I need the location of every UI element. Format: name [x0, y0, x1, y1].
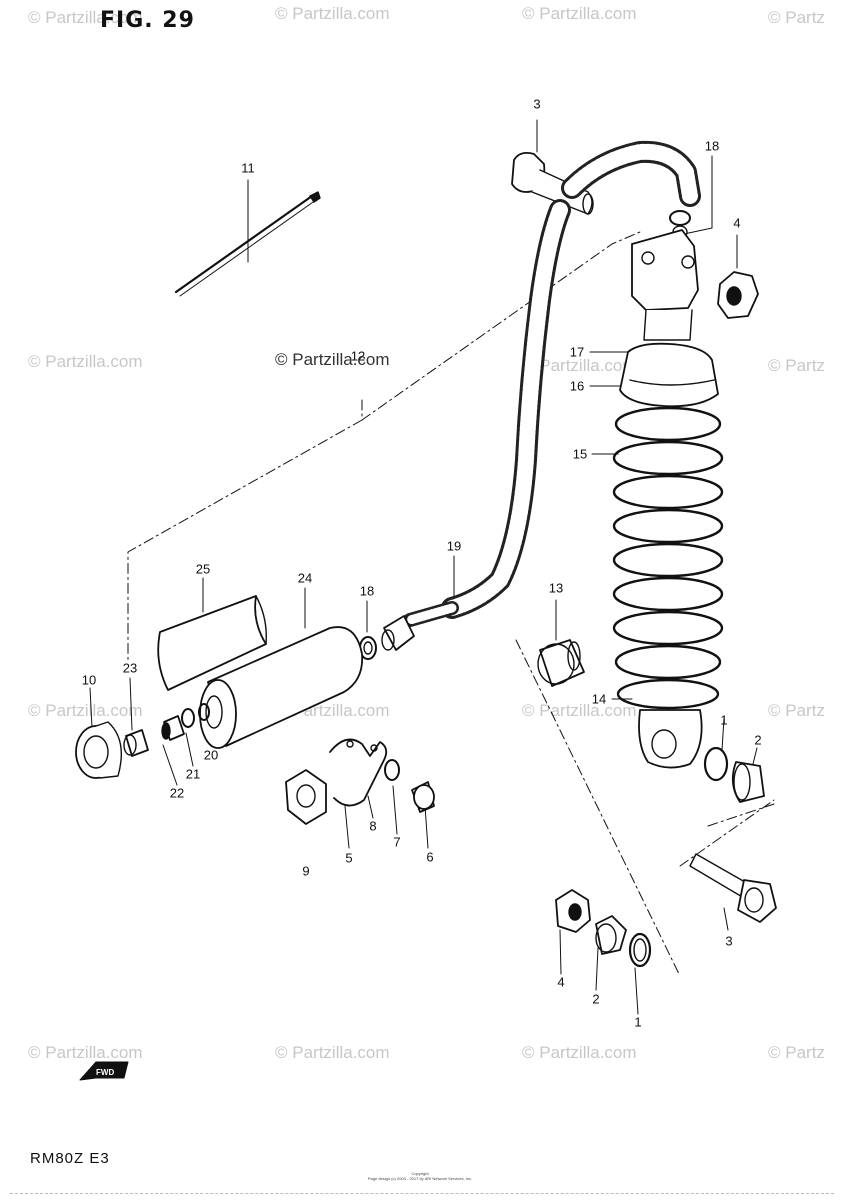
callout-4-lower[interactable]: 4	[557, 974, 565, 990]
part-7-washer	[384, 759, 400, 781]
part-1-ring-lower	[628, 932, 652, 968]
watermark: © Partzilla.com	[28, 1043, 143, 1062]
callout-19[interactable]: 19	[446, 538, 462, 554]
callout-9[interactable]: 9	[302, 863, 310, 879]
part-3-lower-bolt	[689, 853, 777, 923]
part-2-collar-lower	[595, 915, 627, 955]
part-13-bushing	[537, 639, 585, 687]
callout-3-top[interactable]: 3	[533, 96, 541, 112]
watermark: © Partzilla.com	[28, 8, 143, 27]
callout-1-lower[interactable]: 1	[634, 1014, 642, 1030]
watermark: © Partzilla.com	[28, 701, 143, 720]
part-12-hose	[403, 140, 701, 627]
watermark: © Partzilla.com	[522, 4, 637, 23]
callout-18-lower[interactable]: 18	[359, 583, 375, 599]
watermark: © Partz	[768, 356, 825, 375]
watermark: © Partz	[768, 8, 825, 27]
watermark: © Partzilla.com	[275, 1043, 390, 1062]
callout-1-right[interactable]: 1	[720, 712, 728, 728]
part-4-nut-top	[717, 271, 759, 319]
part-25-sleeve	[157, 595, 267, 691]
part-11-rod	[174, 191, 321, 297]
callout-22[interactable]: 22	[169, 785, 185, 801]
watermark: © Partzilla.com	[522, 701, 637, 720]
copyright-text: Copyright Page design (c) 2004 - 2017 by…	[367, 1171, 473, 1181]
part-20-oring	[198, 703, 210, 721]
callout-25[interactable]: 25	[195, 561, 211, 577]
callout-15[interactable]: 15	[572, 446, 588, 462]
part-9-nut	[285, 769, 327, 825]
part-5-clamp	[329, 738, 388, 807]
part-2-collar-right	[731, 761, 765, 803]
watermark: © Partzilla.com	[275, 4, 390, 23]
callout-14[interactable]: 14	[591, 691, 607, 707]
callout-18-top[interactable]: 18	[704, 138, 720, 154]
part-23-cap	[123, 729, 149, 757]
watermark: © Partz	[768, 701, 825, 720]
callout-21[interactable]: 21	[185, 766, 201, 782]
callout-4-top[interactable]: 4	[733, 215, 741, 231]
fwd-label: FWD	[96, 1068, 115, 1077]
watermark: © Partz	[768, 1043, 825, 1062]
model-code: RM80Z E3	[30, 1150, 110, 1167]
callout-7[interactable]: 7	[393, 834, 401, 850]
callout-23[interactable]: 23	[122, 660, 138, 676]
watermark: © Partzilla.com	[275, 350, 390, 369]
part-19-fitting	[381, 615, 415, 651]
callout-3-lower[interactable]: 3	[725, 933, 733, 949]
callout-12[interactable]: 12	[350, 348, 366, 364]
callout-13[interactable]: 13	[548, 580, 564, 596]
callout-17[interactable]: 17	[569, 344, 585, 360]
part-1-ring-right	[703, 746, 729, 782]
fwd-arrow-icon	[79, 1061, 129, 1081]
callout-6[interactable]: 6	[426, 849, 434, 865]
callout-16[interactable]: 16	[569, 378, 585, 394]
part-4-nut-lower	[555, 889, 591, 933]
callout-5[interactable]: 5	[345, 850, 353, 866]
callout-11[interactable]: 11	[241, 160, 255, 176]
part-6-bolt	[411, 781, 435, 813]
callout-20[interactable]: 20	[203, 747, 219, 763]
part-22-valve	[161, 715, 185, 741]
part-24-reservoir	[199, 626, 364, 749]
watermark: © Partzilla.com	[522, 1043, 637, 1062]
callout-2-right[interactable]: 2	[754, 732, 762, 748]
watermark: © Partzilla.com	[28, 352, 143, 371]
watermark: © Partzilla.com	[522, 356, 637, 375]
callout-24[interactable]: 24	[297, 570, 313, 586]
shock-absorber	[612, 229, 724, 769]
part-21-washer	[181, 708, 195, 728]
callout-10[interactable]: 10	[81, 672, 97, 688]
callout-2-lower[interactable]: 2	[592, 991, 600, 1007]
callout-8[interactable]: 8	[369, 818, 377, 834]
bottom-rule	[10, 1193, 834, 1194]
part-10-cover	[75, 721, 122, 779]
figure-title: FIG. 29	[100, 8, 195, 33]
